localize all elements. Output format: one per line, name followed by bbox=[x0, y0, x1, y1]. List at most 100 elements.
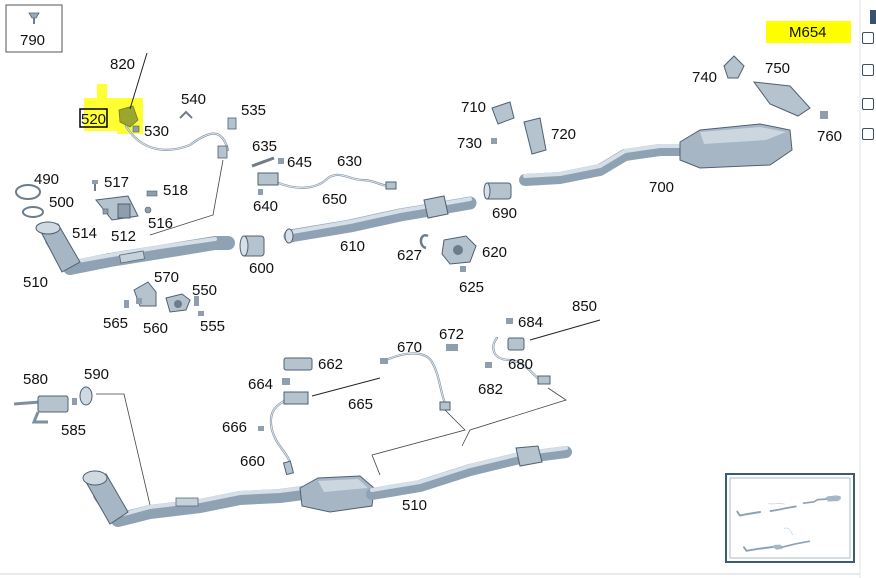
label-672[interactable]: 672 bbox=[439, 326, 464, 343]
label-600[interactable]: 600 bbox=[249, 260, 274, 277]
hanger-750[interactable] bbox=[752, 81, 811, 117]
label-665[interactable]: 665 bbox=[348, 396, 373, 413]
label-512[interactable]: 512 bbox=[111, 228, 136, 245]
nut-645[interactable] bbox=[278, 158, 284, 164]
label-710[interactable]: 710 bbox=[461, 99, 486, 116]
rear-silencer-700[interactable] bbox=[519, 123, 793, 186]
label-850[interactable]: 850 bbox=[572, 298, 597, 315]
screw-518[interactable] bbox=[146, 190, 158, 197]
gasket-500[interactable] bbox=[22, 206, 44, 218]
label-518[interactable]: 518 bbox=[163, 182, 188, 199]
label-627[interactable]: 627 bbox=[397, 247, 422, 264]
bolt-514[interactable] bbox=[102, 208, 109, 215]
clip-664[interactable] bbox=[282, 378, 290, 385]
document-icon[interactable] bbox=[862, 98, 874, 110]
clip-682[interactable] bbox=[485, 362, 492, 368]
label-565[interactable]: 565 bbox=[103, 315, 128, 332]
label-590[interactable]: 590 bbox=[84, 366, 109, 383]
bolt-730[interactable] bbox=[491, 138, 497, 144]
oxygen-sensor-530[interactable] bbox=[124, 124, 230, 159]
sensor-660[interactable] bbox=[269, 396, 295, 476]
label-662[interactable]: 662 bbox=[318, 356, 343, 373]
label-680[interactable]: 680 bbox=[508, 356, 533, 373]
label-666[interactable]: 666 bbox=[222, 419, 247, 436]
label-690[interactable]: 690 bbox=[492, 205, 517, 222]
gasket-490[interactable] bbox=[15, 184, 41, 200]
legend-box-790[interactable]: 790 bbox=[5, 4, 63, 53]
label-650[interactable]: 650 bbox=[322, 191, 347, 208]
label-555[interactable]: 555 bbox=[200, 318, 225, 335]
label-510-lower[interactable]: 510 bbox=[402, 497, 427, 514]
clamp-540[interactable] bbox=[179, 110, 193, 119]
label-510-upper[interactable]: 510 bbox=[23, 274, 48, 291]
clip-585[interactable] bbox=[72, 398, 77, 405]
label-516[interactable]: 516 bbox=[148, 215, 173, 232]
thumbnail-navigator[interactable] bbox=[725, 473, 855, 563]
bracket-740[interactable] bbox=[723, 55, 745, 79]
label-635[interactable]: 635 bbox=[252, 138, 277, 155]
clip-535[interactable] bbox=[227, 117, 237, 130]
connector-662[interactable] bbox=[283, 357, 313, 371]
sensor-665[interactable] bbox=[283, 391, 309, 405]
label-490[interactable]: 490 bbox=[34, 171, 59, 188]
intermediate-pipe-610[interactable] bbox=[283, 195, 477, 244]
label-630[interactable]: 630 bbox=[337, 153, 362, 170]
nut-516[interactable] bbox=[144, 206, 152, 214]
bolt-640[interactable] bbox=[258, 189, 263, 195]
label-740[interactable]: 740 bbox=[692, 69, 717, 86]
nut-555[interactable] bbox=[198, 311, 204, 316]
label-660[interactable]: 660 bbox=[240, 453, 265, 470]
label-820[interactable]: 820 bbox=[110, 56, 135, 73]
label-550[interactable]: 550 bbox=[192, 282, 217, 299]
label-682[interactable]: 682 bbox=[478, 381, 503, 398]
copy-icon[interactable] bbox=[862, 64, 874, 76]
bolt-550[interactable] bbox=[194, 296, 199, 306]
seal-590[interactable] bbox=[79, 386, 93, 406]
label-580[interactable]: 580 bbox=[23, 371, 48, 388]
label-514[interactable]: 514 bbox=[72, 225, 97, 242]
label-760[interactable]: 760 bbox=[817, 128, 842, 145]
label-560[interactable]: 560 bbox=[143, 320, 168, 337]
sensor-630[interactable] bbox=[257, 172, 397, 190]
hanger-560[interactable] bbox=[165, 293, 191, 313]
catalyst-510-upper[interactable] bbox=[35, 221, 235, 275]
label-645[interactable]: 645 bbox=[287, 154, 312, 171]
page-icon[interactable] bbox=[862, 32, 874, 44]
highlight-part-520[interactable]: 520 bbox=[79, 84, 143, 134]
clamp-600[interactable] bbox=[239, 235, 265, 257]
clamp-690[interactable] bbox=[483, 182, 512, 200]
hanger-710[interactable] bbox=[491, 101, 515, 125]
bracket-512[interactable] bbox=[95, 195, 139, 221]
label-610[interactable]: 610 bbox=[340, 238, 365, 255]
actuator-620[interactable] bbox=[441, 235, 477, 265]
label-540[interactable]: 540 bbox=[181, 91, 206, 108]
label-585[interactable]: 585 bbox=[61, 422, 86, 439]
bookmark-icon[interactable] bbox=[870, 10, 876, 24]
clip-627[interactable] bbox=[419, 234, 429, 250]
label-664[interactable]: 664 bbox=[248, 376, 273, 393]
label-517[interactable]: 517 bbox=[104, 174, 129, 191]
label-535[interactable]: 535 bbox=[241, 102, 266, 119]
label-620[interactable]: 620 bbox=[482, 244, 507, 261]
sensor-680[interactable] bbox=[492, 336, 551, 385]
label-625[interactable]: 625 bbox=[459, 279, 484, 296]
print-icon[interactable] bbox=[862, 128, 874, 140]
model-tag[interactable]: M654 bbox=[766, 21, 851, 43]
clip-684[interactable] bbox=[506, 318, 513, 324]
label-640[interactable]: 640 bbox=[253, 198, 278, 215]
bracket-570[interactable] bbox=[133, 281, 157, 307]
label-684[interactable]: 684 bbox=[518, 314, 543, 331]
catalyst-pipe-510-lower[interactable] bbox=[82, 445, 572, 527]
bracket-635[interactable] bbox=[251, 156, 275, 168]
clip-672[interactable] bbox=[446, 344, 458, 351]
label-700[interactable]: 700 bbox=[649, 179, 674, 196]
label-720[interactable]: 720 bbox=[551, 126, 576, 143]
clip-666[interactable] bbox=[258, 426, 264, 431]
label-670[interactable]: 670 bbox=[397, 339, 422, 356]
bolt-625[interactable] bbox=[460, 266, 466, 272]
label-730[interactable]: 730 bbox=[457, 135, 482, 152]
label-530[interactable]: 530 bbox=[144, 123, 169, 140]
bolt-517[interactable] bbox=[92, 180, 98, 191]
label-500[interactable]: 500 bbox=[49, 194, 74, 211]
label-570[interactable]: 570 bbox=[154, 269, 179, 286]
